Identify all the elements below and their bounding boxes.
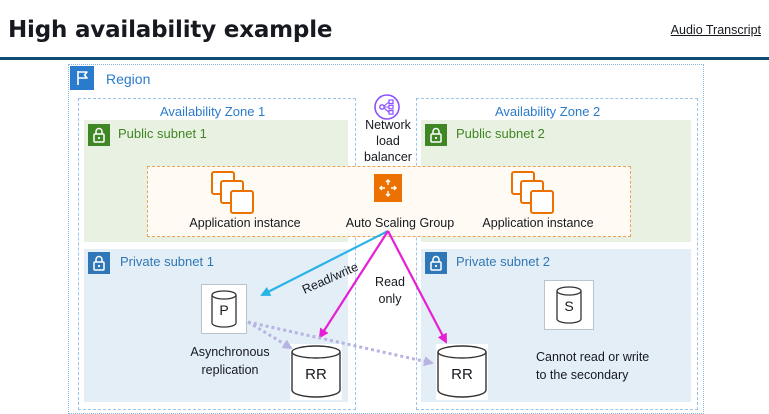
secondary-database-label: S xyxy=(564,298,574,314)
network-load-balancer-icon xyxy=(373,93,401,121)
title-divider xyxy=(0,57,769,60)
read-write-arrow xyxy=(260,230,389,296)
lock-icon xyxy=(425,124,447,146)
application-instance-icon xyxy=(509,171,557,215)
application-instance-right-label: Application instance xyxy=(482,216,594,230)
private-subnet-2-label: Private subnet 2 xyxy=(456,254,550,269)
region-flag-icon xyxy=(70,66,94,90)
secondary-note: Cannot read or write to the secondary xyxy=(536,350,650,382)
secondary-database: S xyxy=(544,280,594,330)
read-replica-left-label: RR xyxy=(305,366,327,383)
read-replica-left: RR xyxy=(290,344,342,400)
read-only-arrow-right xyxy=(387,230,447,344)
lock-icon xyxy=(88,252,110,274)
lock-icon xyxy=(88,124,110,146)
page-title: High availability example xyxy=(8,17,333,43)
application-instance-left-label: Application instance xyxy=(189,216,301,230)
availability-zone-2 xyxy=(416,98,698,410)
read-only-label: Read only xyxy=(375,275,405,306)
lock-icon xyxy=(425,252,447,274)
read-only-arrow-left xyxy=(318,230,389,339)
read-replica-right: RR xyxy=(436,344,488,400)
public-subnet-1-label: Public subnet 1 xyxy=(118,126,207,141)
auto-scaling-icon xyxy=(374,174,402,202)
public-subnet-2-label: Public subnet 2 xyxy=(456,126,545,141)
replication-arrow-right xyxy=(247,320,434,367)
availability-zone-1 xyxy=(78,98,356,410)
region-label: Region xyxy=(106,71,151,87)
primary-database: P xyxy=(201,284,247,334)
availability-zone-1-label: Availability Zone 1 xyxy=(160,104,266,119)
read-replica-right-label: RR xyxy=(451,366,473,383)
private-subnet-1-label: Private subnet 1 xyxy=(120,254,214,269)
auto-scaling-group-label: Auto Scaling Group xyxy=(345,216,455,230)
availability-zone-2-label: Availability Zone 2 xyxy=(495,104,601,119)
primary-database-label: P xyxy=(219,302,229,318)
replication-note: Asynchronous replication xyxy=(190,345,270,377)
audio-transcript-link[interactable]: Audio Transcript xyxy=(670,23,761,37)
replication-arrow-left xyxy=(247,320,293,350)
network-load-balancer-label: Network load balancer xyxy=(364,118,412,164)
application-instance-icon xyxy=(209,171,257,215)
